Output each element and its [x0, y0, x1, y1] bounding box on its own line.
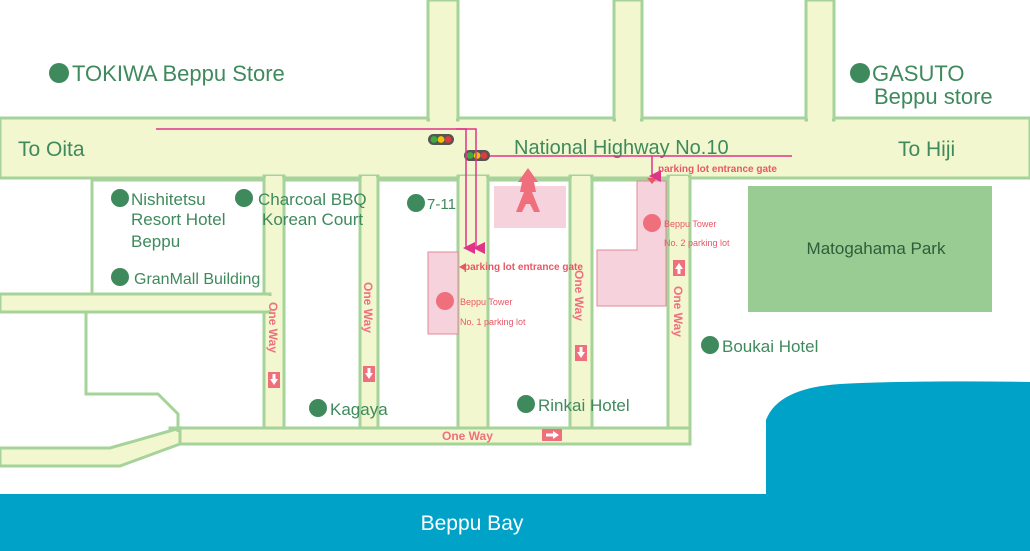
seven-eleven-marker: [407, 194, 425, 212]
kagaya-marker: [309, 399, 327, 417]
charcoal-bbq-label-line2: Korean Court: [262, 210, 363, 229]
to-hiji-label: To Hiji: [898, 138, 955, 161]
tokiwa-marker: [49, 63, 69, 83]
traffic-light-icon: [428, 134, 454, 145]
seven-eleven-label: 7-11: [427, 196, 456, 213]
parking-lot-2-number: No. 2 parking lot: [664, 238, 730, 248]
one-way-up-arrow-icon: [673, 260, 685, 276]
traffic-light-icon: [464, 150, 490, 161]
diagonal-southwest-road: [0, 426, 182, 468]
parking-lot-2-name: Beppu Tower: [664, 219, 716, 229]
nishitetsu-label-line2: Resort Hotel: [131, 210, 225, 229]
matogahama-park-area: [748, 186, 992, 312]
parking-lot-2-marker: [643, 214, 661, 232]
to-oita-label: To Oita: [18, 138, 85, 161]
parking-lot-1-name: Beppu Tower: [460, 297, 512, 307]
rinkai-hotel-marker: [517, 395, 535, 413]
west-middle-road: [0, 292, 272, 314]
entrance-gate-label-1: parking lot entrance gate: [464, 262, 583, 273]
kagaya-label: Kagaya: [330, 400, 388, 419]
one-way-label: One Way: [572, 270, 586, 321]
parking-lot-1-number: No. 1 parking lot: [460, 317, 526, 327]
north-road-1: [426, 0, 460, 122]
park-label: Matogahama Park: [807, 239, 946, 258]
beppu-bay-water: [0, 381, 1030, 551]
granmall-marker: [111, 268, 129, 286]
one-way-down-arrow-icon: [363, 366, 375, 382]
route-to-parking-1: [156, 128, 485, 254]
granmall-label: GranMall Building: [134, 271, 260, 288]
boukai-hotel-label: Boukai Hotel: [722, 337, 818, 356]
nishitetsu-marker: [111, 189, 129, 207]
one-way-label: One Way: [442, 429, 493, 443]
gasuto-label-line1: GASUTO: [872, 61, 965, 86]
charcoal-bbq-marker: [235, 189, 253, 207]
north-road-2: [612, 0, 644, 122]
boukai-hotel-marker: [701, 336, 719, 354]
parking-lot-1-marker: [436, 292, 454, 310]
north-road-3: [804, 0, 836, 122]
parking-lot-2-area: [596, 180, 667, 307]
highway-label: National Highway No.10: [514, 137, 729, 159]
beppu-tower-icon: [516, 168, 540, 212]
entrance-gate-label-2: parking lot entrance gate: [658, 164, 777, 175]
gasuto-marker: [850, 63, 870, 83]
route-to-parking-2: [490, 155, 792, 182]
one-way-label: One Way: [671, 286, 685, 337]
bay-label: Beppu Bay: [421, 512, 524, 535]
one-way-label: One Way: [266, 302, 280, 353]
one-way-down-arrow-icon: [575, 345, 587, 361]
one-way-label: One Way: [361, 282, 375, 333]
tokiwa-label: TOKIWA Beppu Store: [72, 61, 285, 86]
road-network: [0, 0, 1030, 446]
nishitetsu-label-line3: Beppu: [131, 232, 180, 251]
nishitetsu-label-line1: Nishitetsu: [131, 190, 206, 209]
one-way-right-arrow-icon: [542, 429, 562, 441]
one-way-down-arrow-icon: [268, 372, 280, 388]
gasuto-label-line2: Beppu store: [874, 84, 993, 109]
national-highway-road: [0, 116, 1030, 180]
charcoal-bbq-label-line1: Charcoal BBQ: [258, 190, 367, 209]
rinkai-hotel-label: Rinkai Hotel: [538, 396, 630, 415]
